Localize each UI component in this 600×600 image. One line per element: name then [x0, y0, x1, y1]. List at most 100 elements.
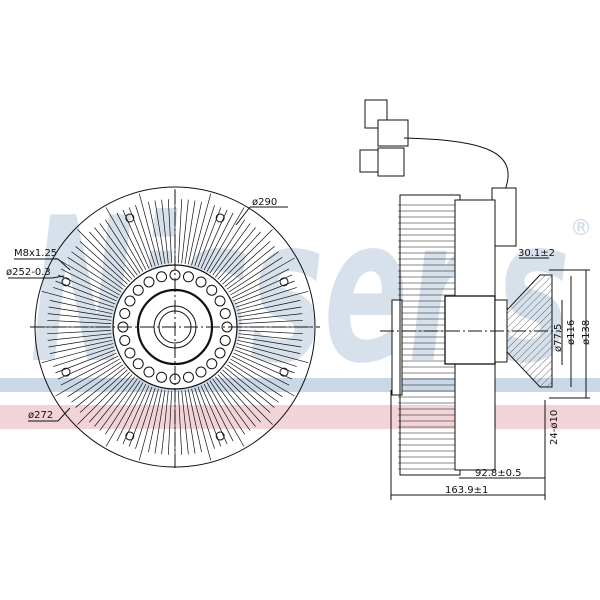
fin-line [228, 256, 283, 293]
fin-line [238, 319, 303, 325]
fin-line [235, 287, 297, 308]
fin-line [226, 251, 279, 290]
fin-line [41, 343, 114, 364]
mount-hole [125, 431, 135, 441]
fin-line [234, 349, 295, 374]
fin-line [94, 376, 135, 427]
fin-line [200, 209, 228, 269]
fin-line [154, 390, 166, 454]
bolt-hole [132, 358, 144, 370]
fin-line [138, 193, 159, 266]
bolt-hole [206, 358, 218, 370]
fin-line [194, 205, 215, 267]
fin-line [99, 223, 138, 276]
fin-line [197, 207, 222, 268]
fin-line [177, 199, 183, 264]
fin-line [55, 257, 120, 296]
fin-line [53, 287, 115, 308]
fin-line [217, 374, 261, 423]
fin-line [89, 374, 133, 423]
fin-line [49, 300, 113, 315]
fin-line [47, 319, 112, 325]
fin-line [220, 229, 273, 282]
dim-pilot-diameter: ø77.5 [553, 324, 564, 352]
fan-fins [37, 189, 313, 465]
fin-line [228, 361, 283, 398]
fin-line [184, 200, 196, 264]
fin-line [206, 207, 245, 272]
fin-line [122, 385, 150, 445]
fin-line [181, 390, 189, 455]
fin-line [104, 380, 141, 435]
fin-line [60, 355, 119, 386]
fin-line [220, 372, 273, 425]
dim-thread: M8x1.25 [14, 248, 57, 259]
bolt-hole [195, 276, 207, 288]
fin-line [67, 256, 122, 293]
bolt-hole [182, 271, 194, 283]
fin-line [79, 369, 128, 413]
side-view [359, 99, 590, 500]
fin-line [48, 306, 112, 318]
fin-line [222, 369, 271, 413]
fin-line [75, 246, 126, 287]
dim-outer-diameter: ø290 [252, 197, 277, 208]
dim-holes: 24-ø10 [549, 410, 560, 445]
fin-line [79, 241, 128, 285]
fin-line [105, 382, 144, 447]
registered-mark: ® [570, 216, 592, 241]
mount-hole [279, 367, 289, 377]
bolt-hole [156, 371, 168, 383]
fin-line [230, 358, 295, 397]
fin-line [57, 274, 117, 302]
fin-line [41, 290, 114, 311]
fin-line [224, 246, 275, 287]
fin-line [55, 358, 120, 397]
fin-line [191, 388, 212, 461]
fin-line [235, 346, 297, 367]
fin-line [238, 313, 303, 321]
dim-fan-diameter: ø272 [28, 410, 53, 421]
bolt-hole [219, 308, 231, 320]
dim-hub-diameter: ø116 [566, 320, 577, 345]
watermark-pink-band [0, 405, 600, 429]
fin-line [191, 193, 212, 266]
wire [403, 137, 509, 191]
fin-line [203, 383, 234, 442]
fin-line [181, 199, 189, 264]
fin-line [209, 219, 246, 274]
fin-line [128, 207, 153, 268]
fin-line [161, 199, 169, 264]
fin-line [222, 241, 271, 285]
fin-line [161, 390, 169, 455]
fin-line [197, 386, 222, 447]
fin-line [67, 361, 122, 398]
fin-line [89, 231, 133, 280]
fin-line [77, 372, 130, 425]
fin-line [238, 333, 303, 341]
fin-line [94, 227, 135, 278]
fin-line [187, 389, 202, 453]
fin-line [148, 389, 163, 453]
fin-line [116, 212, 147, 271]
fin-line [226, 364, 279, 403]
bolt-holes [117, 269, 233, 385]
fin-line [236, 290, 309, 311]
bolt-hole [206, 284, 218, 296]
fin-line [128, 386, 153, 447]
fin-line [135, 387, 156, 449]
fin-line [55, 280, 116, 305]
mount-hole [61, 277, 71, 287]
fin-line [47, 329, 112, 335]
fin-line [194, 387, 215, 449]
bolt-hole [214, 295, 226, 307]
bolt-hole [195, 366, 207, 378]
fin-line [116, 383, 147, 442]
fin-line [71, 251, 124, 290]
fin-line [105, 207, 144, 272]
fin-line [206, 382, 245, 447]
dim-flange-diameter: ø138 [581, 320, 592, 345]
mount-hole [279, 277, 289, 287]
